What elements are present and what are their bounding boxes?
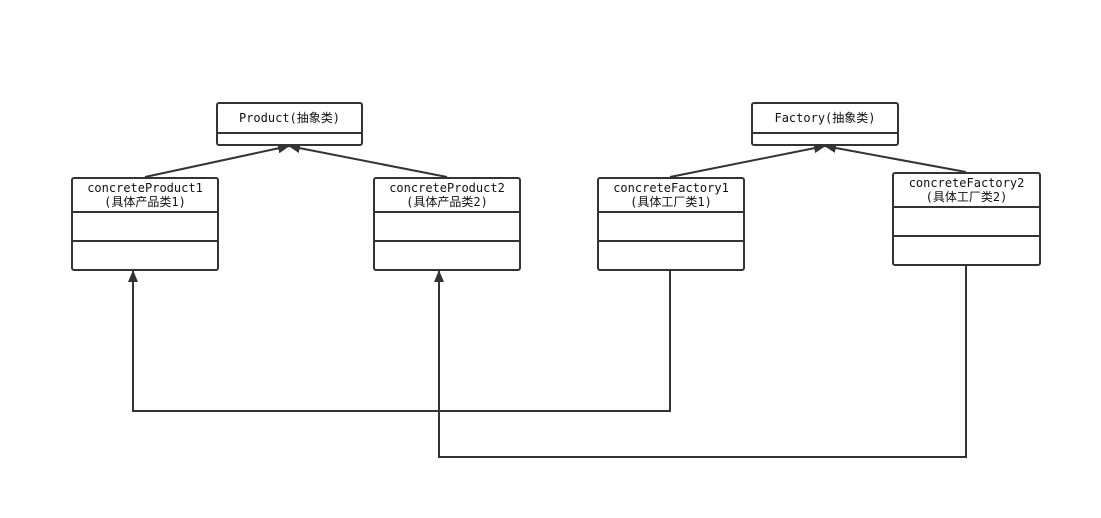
class-box-factory[interactable]: Factory(抽象类) [751,102,899,146]
class-attributes-section [73,213,217,242]
class-name-section: Factory(抽象类) [753,104,897,134]
generalization-line-factory2-to-factory [824,143,967,173]
class-name-section: Product(抽象类) [218,104,361,134]
class-name: concreteProduct1 [87,181,203,195]
class-name: concreteProduct2 [389,181,505,195]
class-name: concreteFactory1 [613,181,729,195]
class-name: Product(抽象类) [238,111,341,125]
class-attributes-section [599,213,743,242]
class-name-section: concreteFactory2 (具体工厂类2) [894,174,1039,208]
class-name-section: concreteProduct1 (具体产品类1) [73,179,217,213]
class-subtitle: (具体产品类2) [406,195,488,209]
class-name: Factory(抽象类) [774,111,876,125]
class-subtitle: (具体产品类1) [104,195,186,209]
generalization-line-factory1-to-factory [669,143,826,178]
class-subtitle: (具体工厂类1) [630,195,712,209]
class-box-product[interactable]: Product(抽象类) [216,102,363,146]
class-name: concreteFactory2 [908,176,1025,190]
class-attributes-section [894,208,1039,237]
class-name-section: concreteFactory1 (具体工厂类1) [599,179,743,213]
class-subtitle: (具体工厂类2) [925,190,1008,204]
class-attributes-section [375,213,519,242]
dependency-line-factory1-to-product1 [128,270,671,412]
class-name-section: concreteProduct2 (具体产品类2) [375,179,519,213]
class-box-concrete-factory-1[interactable]: concreteFactory1 (具体工厂类1) [597,177,745,271]
generalization-line-product1-to-product [144,143,290,178]
class-box-concrete-product-1[interactable]: concreteProduct1 (具体产品类1) [71,177,219,271]
dependency-line-factory2-to-product2 [434,265,967,458]
class-box-concrete-product-2[interactable]: concreteProduct2 (具体产品类2) [373,177,521,271]
class-box-concrete-factory-2[interactable]: concreteFactory2 (具体工厂类2) [892,172,1041,266]
generalization-line-product2-to-product [288,143,448,178]
